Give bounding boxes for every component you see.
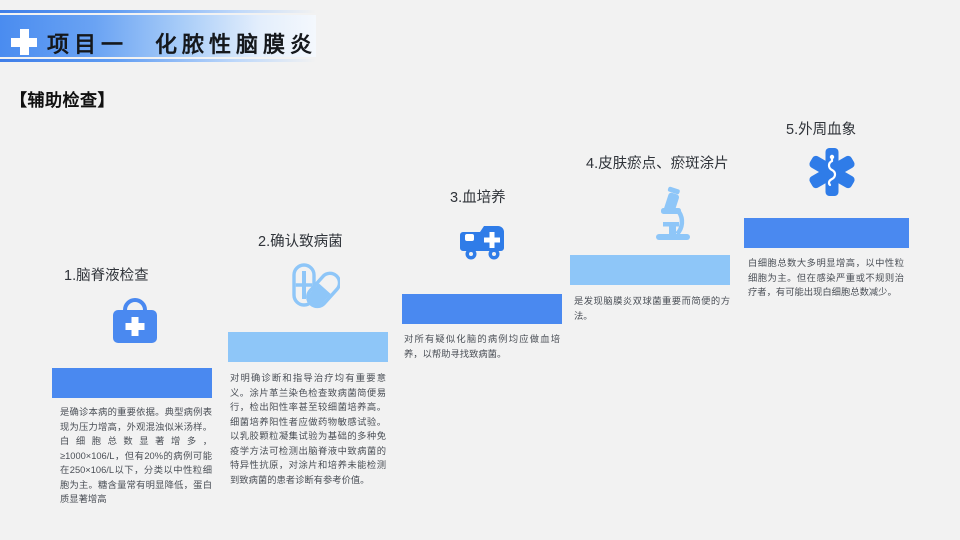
ambulance-icon <box>456 218 508 262</box>
step-accent-bar-1 <box>52 368 212 398</box>
step-body-1: 是确诊本病的重要依据。典型病例表现为压力增高，外观混浊似米汤样。白细胞总数显著增… <box>60 407 212 504</box>
step-body-2: 对明确诊断和指导治疗均有重要意义。涂片革兰染色检查致病菌简便易行，检出阳性率甚至… <box>230 373 386 485</box>
star-of-life-icon <box>806 146 858 198</box>
step-title-5: 5.外周血象 <box>786 122 857 138</box>
capsule-pills-icon <box>288 260 340 310</box>
step-accent-bar-4 <box>570 255 730 285</box>
step-accent-bar-5 <box>744 218 909 248</box>
banner-top-rule <box>0 10 316 13</box>
header-banner: 项目一 化脓性脑膜炎 <box>0 10 316 62</box>
step-accent-bar-2 <box>228 332 388 362</box>
section-heading: 【辅助检查】 <box>10 91 115 110</box>
step-title-2: 2.确认致病菌 <box>258 234 343 250</box>
step-body-5: 白细胞总数大多明显增高，以中性粒细胞为主。但在感染严重或不规则治疗者，有可能出现… <box>748 258 904 297</box>
step-accent-bar-3 <box>402 294 562 324</box>
banner-bottom-rule <box>0 59 316 62</box>
step-body-4: 是发现脑膜炎双球菌重要而简便的方法。 <box>574 296 730 321</box>
step-title-1: 1.脑脊液检查 <box>64 268 149 284</box>
banner-gradient-band <box>0 15 316 57</box>
step-title-3: 3.血培养 <box>450 190 506 206</box>
step-title-4: 4.皮肤瘀点、瘀斑涂片 <box>586 156 729 172</box>
page-title: 项目一 化脓性脑膜炎 <box>47 32 318 58</box>
microscope-icon <box>650 186 698 244</box>
step-body-3: 对所有疑似化脑的病例均应做血培养，以帮助寻找致病菌。 <box>404 334 560 359</box>
medical-cross-icon <box>11 29 37 55</box>
first-aid-kit-icon <box>108 296 162 348</box>
